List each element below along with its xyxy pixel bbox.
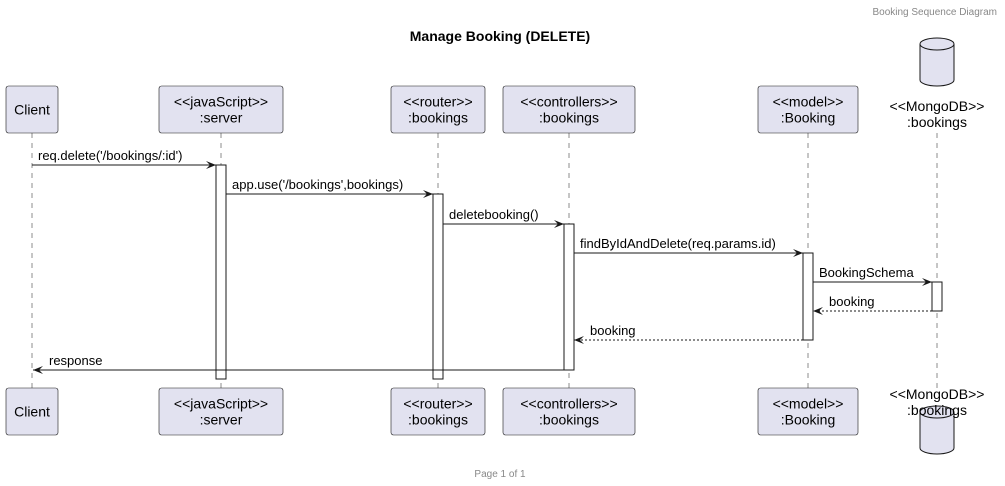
activation-bars xyxy=(215,164,943,380)
message-label: app.use('/bookings',bookings) xyxy=(232,177,403,192)
diagram-header: Booking Sequence Diagram xyxy=(872,7,997,18)
participant-label: :server xyxy=(200,110,243,126)
participant-router-top: <<router>>:bookings xyxy=(390,85,486,134)
participant-label: <<controllers>> xyxy=(520,94,617,110)
message-label: booking xyxy=(829,294,875,309)
arrow-head-icon xyxy=(423,190,433,198)
message-label: deletebooking() xyxy=(449,207,539,222)
message-8: response xyxy=(33,353,564,374)
message-label: booking xyxy=(590,323,636,338)
participant-label: <<MongoDB>> xyxy=(890,386,985,402)
activation-bar-server xyxy=(215,164,227,380)
arrow-head-icon xyxy=(554,220,564,228)
participant-label: <<model>> xyxy=(773,396,844,412)
participant-label: <<model>> xyxy=(773,94,844,110)
participant-client-bottom: Client xyxy=(5,387,59,436)
message-label: findByIdAndDelete(req.params.id) xyxy=(580,236,776,251)
activation-bar-router xyxy=(432,193,444,380)
message-6: booking xyxy=(813,294,932,315)
participant-box xyxy=(5,387,59,436)
participant-controllers-top: <<controllers>>:bookings xyxy=(502,85,636,134)
participant-label: :bookings xyxy=(408,110,468,126)
arrow-head-icon xyxy=(574,336,584,344)
participant-label: <<MongoDB>> xyxy=(890,98,985,114)
activation-bar-mongodb xyxy=(931,281,943,312)
participant-label: <<router>> xyxy=(403,94,472,110)
diagram-title: Manage Booking (DELETE) xyxy=(410,28,590,44)
participant-server-bottom: <<javaScript>>:server xyxy=(158,387,284,436)
lifelines xyxy=(31,133,938,388)
page-footer: Page 1 of 1 xyxy=(474,469,526,480)
participant-label: Client xyxy=(14,404,50,420)
message-3: deletebooking() xyxy=(443,207,564,228)
database-icon xyxy=(919,405,955,455)
participant-label: :server xyxy=(200,412,243,428)
database-icon xyxy=(919,37,955,87)
participant-box xyxy=(5,85,59,134)
participant-label: <<router>> xyxy=(403,396,472,412)
arrow-head-icon xyxy=(793,249,803,257)
message-label: req.delete('/bookings/:id') xyxy=(38,148,182,163)
participant-client-top: Client xyxy=(5,85,59,134)
participant-label: :bookings xyxy=(408,412,468,428)
participant-controllers-bottom: <<controllers>>:bookings xyxy=(502,387,636,436)
participant-label: :bookings xyxy=(539,110,599,126)
arrow-head-icon xyxy=(33,366,43,374)
activation-bar-model xyxy=(802,252,814,341)
arrow-head-icon xyxy=(206,161,216,169)
participant-router-bottom: <<router>>:bookings xyxy=(390,387,486,436)
message-4: findByIdAndDelete(req.params.id) xyxy=(574,236,803,257)
participant-label: :bookings xyxy=(907,114,967,130)
participant-box xyxy=(757,387,859,436)
participant-model-top: <<model>>:Booking xyxy=(757,85,859,134)
participant-label: <<javaScript>> xyxy=(174,396,268,412)
participant-box xyxy=(158,387,284,436)
arrow-head-icon xyxy=(813,307,823,315)
participant-mongodb-top: <<MongoDB>>:bookings xyxy=(890,37,985,130)
database-icon-rim xyxy=(919,43,955,51)
participant-label: :Booking xyxy=(781,412,835,428)
participant-label: <<javaScript>> xyxy=(174,94,268,110)
participant-label: <<controllers>> xyxy=(520,396,617,412)
participants: ClientClient<<javaScript>>:server<<javaS… xyxy=(5,37,985,455)
message-7: booking xyxy=(574,323,803,344)
messages: req.delete('/bookings/:id') app.use('/boo… xyxy=(32,148,932,374)
participant-label: :bookings xyxy=(539,412,599,428)
participant-model-bottom: <<model>>:Booking xyxy=(757,387,859,436)
participant-box xyxy=(390,85,486,134)
participant-box xyxy=(502,85,636,134)
participant-box xyxy=(757,85,859,134)
database-icon-rim xyxy=(919,411,955,419)
message-5: BookingSchema xyxy=(813,265,932,286)
message-label: response xyxy=(49,353,102,368)
participant-label: :Booking xyxy=(781,110,835,126)
activation-bar-controllers xyxy=(563,223,575,371)
participant-box xyxy=(390,387,486,436)
participant-server-top: <<javaScript>>:server xyxy=(158,85,284,134)
message-2: app.use('/bookings',bookings) xyxy=(226,177,433,198)
arrow-head-icon xyxy=(922,278,932,286)
participant-box xyxy=(158,85,284,134)
participant-label: Client xyxy=(14,102,50,118)
participant-label: :bookings xyxy=(907,402,967,418)
participant-box xyxy=(502,387,636,436)
participant-mongodb-bottom: <<MongoDB>>:bookings xyxy=(890,386,985,455)
message-1: req.delete('/bookings/:id') xyxy=(32,148,216,169)
message-label: BookingSchema xyxy=(819,265,914,280)
